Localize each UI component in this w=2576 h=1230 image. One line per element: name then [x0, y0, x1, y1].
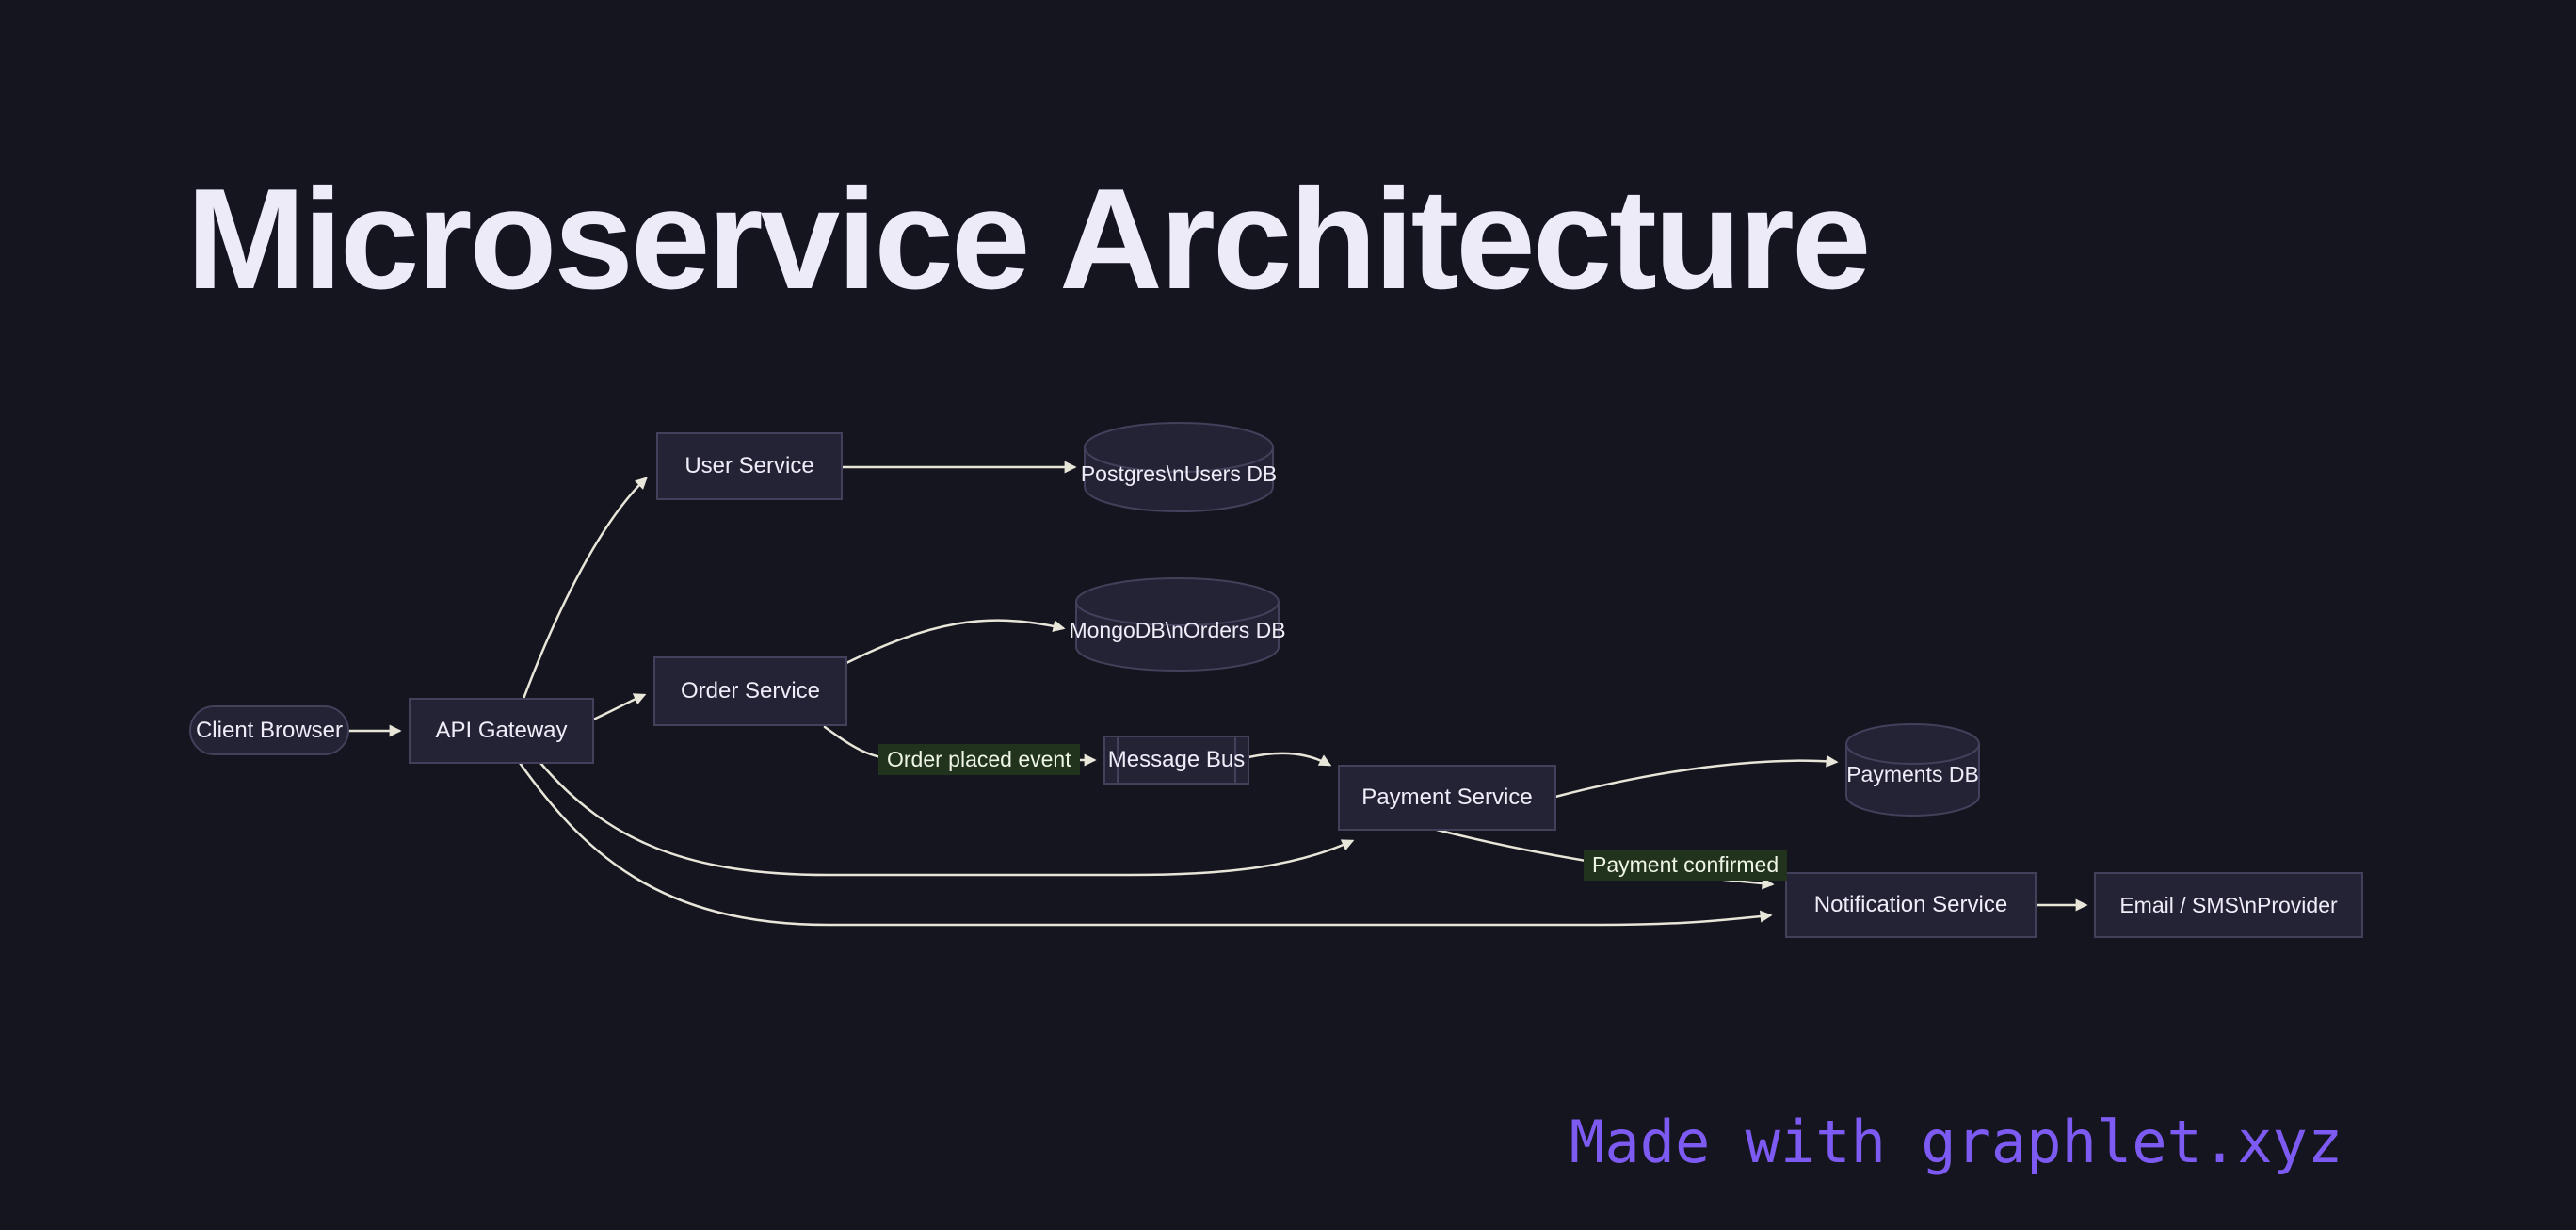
node-shape-payments-db [1845, 723, 1980, 817]
node-shape-message-bus [1103, 736, 1249, 785]
page-title: Microservice Architecture [186, 159, 1871, 319]
node-message-bus: Message Bus [1107, 747, 1246, 772]
edge-api-gateway-to-user-service [522, 477, 648, 701]
edge-label-order-placed-event: Order placed event [878, 744, 1080, 775]
node-shape-user-service [656, 432, 843, 500]
node-user-service: User Service [684, 453, 814, 478]
node-payments-db: Payments DB [1846, 761, 1979, 786]
edge-api-gateway-to-order-service [591, 693, 647, 721]
footer-credit: Made with graphlet.xyz [1570, 1108, 2343, 1176]
edge-payment-service-to-payments-db [1554, 754, 1839, 799]
node-api-gateway: API Gateway [435, 718, 568, 743]
edge-message-bus-to-payment-service [1247, 752, 1332, 767]
node-email-sms-provider: Email / SMS\nProvider [2119, 892, 2338, 917]
postgres-users-db-rim [1084, 446, 1274, 473]
edge-api-gateway-to-notification-service [518, 761, 1773, 927]
mongodb-orders-db-rim [1075, 601, 1280, 626]
node-postgres-users-db: Postgres\nUsers DB [1080, 461, 1278, 486]
node-shape-postgres-users-db [1084, 422, 1274, 512]
node-shape-client-browser [189, 705, 349, 755]
node-notification-service: Notification Service [1813, 892, 2008, 917]
payments-db-rim [1845, 743, 1980, 765]
edge-label-payment-confirmed: Payment confirmed [1584, 850, 1788, 881]
node-client-browser: Client Browser [195, 717, 344, 743]
node-shape-notification-service [1785, 872, 2037, 938]
node-shape-payment-service [1338, 765, 1556, 831]
node-shape-order-service [653, 656, 847, 726]
node-shape-email-sms-provider [2094, 872, 2363, 938]
node-order-service: Order Service [680, 678, 821, 704]
node-shape-api-gateway [409, 698, 594, 764]
node-payment-service: Payment Service [1361, 785, 1533, 810]
edge-order-service-to-mongodb-orders-db [845, 619, 1066, 665]
edge-api-gateway-to-payment-service [539, 761, 1355, 877]
node-mongodb-orders-db: MongoDB\nOrders DB [1069, 617, 1286, 642]
